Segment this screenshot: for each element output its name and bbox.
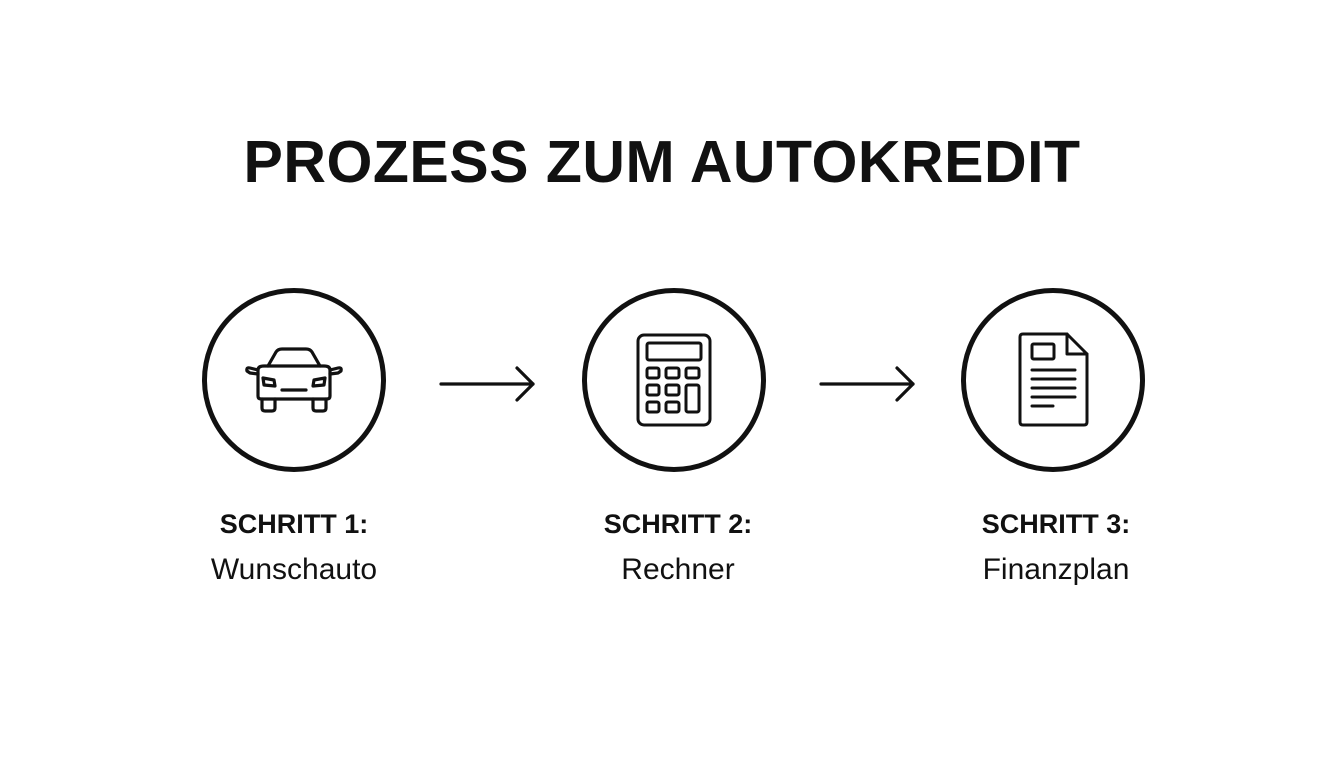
step-1-name: Wunschauto [210, 553, 378, 586]
step-2-number: SCHRITT 2: [603, 509, 753, 539]
step-1-circle [202, 288, 386, 472]
step-2-label: SCHRITT 2: Rechner [548, 506, 808, 594]
step-2-name: Rechner [621, 553, 735, 586]
arrow-right-icon [439, 366, 535, 402]
step-1-label: SCHRITT 1: Wunschauto [164, 506, 424, 594]
step-3-circle [961, 288, 1145, 472]
step-2-circle [582, 288, 766, 472]
document-icon [1018, 332, 1089, 427]
calculator-icon [636, 333, 712, 427]
car-icon [245, 347, 343, 413]
step-3-name: Finanzplan [982, 553, 1130, 586]
arrow-right-icon [819, 366, 915, 402]
step-3-label: SCHRITT 3: Finanzplan [926, 506, 1186, 594]
page-title: PROZESS ZUM AUTOKREDIT [243, 129, 1081, 195]
step-3-number: SCHRITT 3: [981, 509, 1131, 539]
step-1-number: SCHRITT 1: [219, 509, 369, 539]
